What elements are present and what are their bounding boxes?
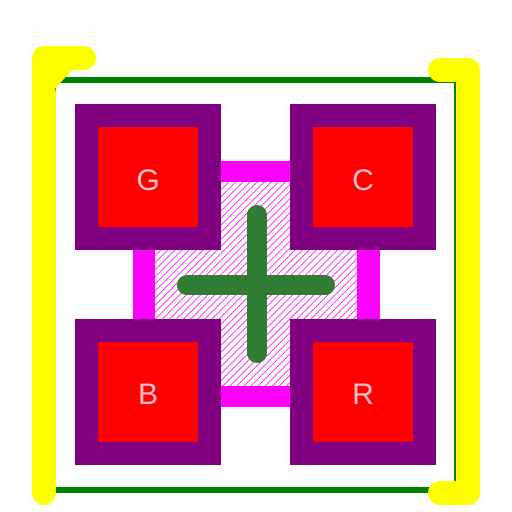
pad-label-b: B [138,378,158,411]
pad-label-g: G [136,164,159,197]
silkscreen-left-bracket [32,46,96,505]
pad-copper [98,342,198,442]
pad-copper [98,127,198,227]
pad-copper [313,127,413,227]
pad-bottom-right: R [290,319,436,465]
pad-label-r: R [352,378,374,411]
plus-icon [177,205,335,363]
pad-bottom-left: B [75,319,221,465]
pad-label-c: C [352,164,374,197]
silkscreen-right-bracket [428,58,480,505]
pad-top-left: G [75,104,221,250]
pad-copper [313,342,413,442]
pad-top-right: C [290,104,436,250]
